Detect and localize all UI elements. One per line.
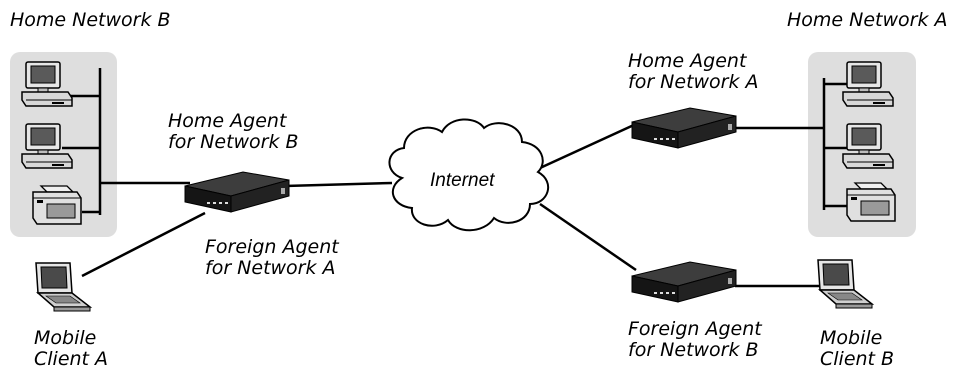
home-network-b-label: Home Network B <box>10 9 171 31</box>
printer-icon <box>32 185 82 225</box>
mobile-client-a-label: Mobile Client A <box>34 327 109 370</box>
network-a-bus <box>822 78 848 210</box>
home-network-a-label: Home Network A <box>787 9 948 31</box>
printer-icon <box>846 182 896 222</box>
cloud-icon <box>388 118 550 232</box>
mobile-client-b-label: Mobile Client B <box>820 327 895 370</box>
laptop-icon <box>35 262 91 312</box>
router-icon <box>184 171 290 213</box>
internet-label: Internet <box>430 170 495 191</box>
connection-lines <box>81 122 824 288</box>
home-agent-network-b-label: Home Agent for Network B <box>168 110 299 153</box>
foreign-agent-network-a-label: Foreign Agent for Network A <box>205 236 339 279</box>
laptop-icon <box>817 259 873 309</box>
home-agent-network-a-label: Home Agent for Network A <box>628 50 759 93</box>
router-icon <box>631 261 737 303</box>
foreign-agent-network-b-label: Foreign Agent for Network B <box>628 318 762 361</box>
router-icon <box>631 107 737 149</box>
